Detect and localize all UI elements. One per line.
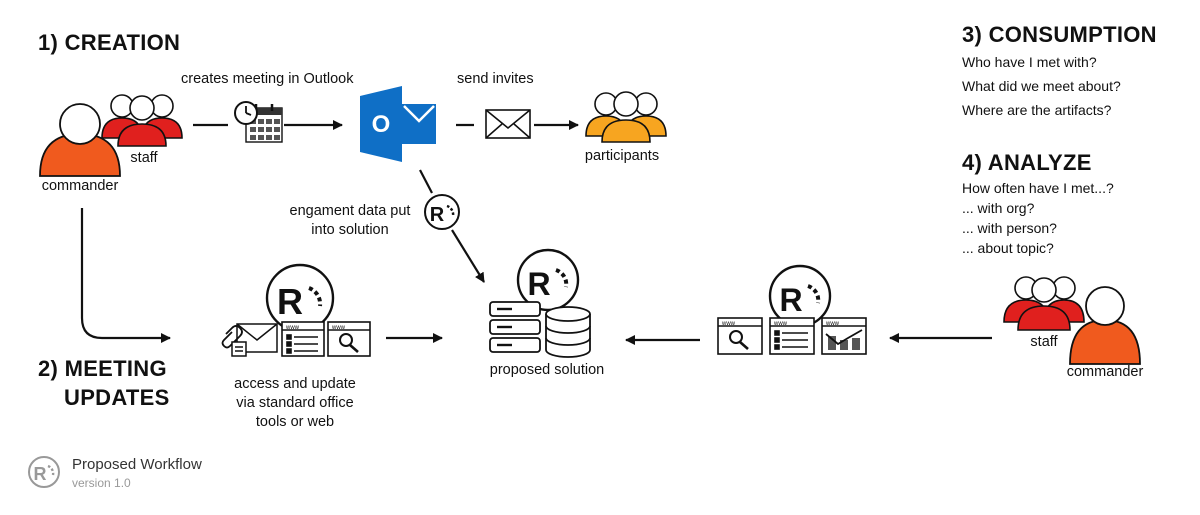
footer-logo-icon: R xyxy=(28,456,60,488)
server-stack-icon xyxy=(489,301,541,353)
email-attachment-icon xyxy=(221,323,278,357)
svg-text:www: www xyxy=(773,321,788,327)
commander-left-icon xyxy=(39,103,121,177)
consumption-question: Who have I met with? xyxy=(962,54,1097,70)
staff-right-icon xyxy=(1003,276,1085,331)
browser-list-icon-left: www xyxy=(281,321,325,357)
svg-text:R: R xyxy=(527,266,550,302)
outlook-icon: O xyxy=(360,86,436,162)
staff-left-icon xyxy=(101,94,183,147)
label-creates-meeting: creates meeting in Outlook xyxy=(181,71,354,87)
footer-title: Proposed Workflow xyxy=(72,456,202,473)
label-proposed-solution: proposed solution xyxy=(489,362,605,378)
consumption-question-list: Who have I met with? What did we meet ab… xyxy=(962,50,1121,122)
section-meeting-updates-heading-line1: 2) MEETING xyxy=(38,356,167,381)
label-engagement-line2: into solution xyxy=(311,222,389,238)
arrow-outlook-to-solution-bottom xyxy=(451,229,485,283)
label-participants: participants xyxy=(584,148,660,164)
browser-chart-icon: www xyxy=(821,317,867,355)
label-engagement-line1: engament data put xyxy=(289,203,411,219)
participants-icon xyxy=(585,91,667,143)
envelope-icon xyxy=(485,109,531,139)
svg-text:R: R xyxy=(34,464,47,484)
arrow-commander-to-updates xyxy=(80,208,171,343)
label-staff-right: staff xyxy=(1030,334,1058,350)
label-access-line2: via standard office xyxy=(236,395,354,411)
analyze-question: ... with person? xyxy=(962,220,1057,236)
r-logo-analytics-icon: R xyxy=(768,264,832,328)
svg-text:www: www xyxy=(825,321,840,327)
browser-list-icon-right: www xyxy=(769,317,815,355)
section-creation-heading: 1) CREATION xyxy=(38,30,181,55)
consumption-question: What did we meet about? xyxy=(962,78,1121,94)
browser-search-icon-right: www xyxy=(717,317,763,355)
analyze-question: How often have I met...? xyxy=(962,180,1114,196)
label-access-line3: tools or web xyxy=(255,414,335,430)
section-analyze-heading: 4) ANALYZE xyxy=(962,150,1092,175)
analyze-question-list: How often have I met...? ... with org? .… xyxy=(962,178,1114,258)
svg-text:www: www xyxy=(285,325,300,331)
section-consumption-heading: 3) CONSUMPTION xyxy=(962,22,1157,47)
browser-search-icon-left: www xyxy=(327,321,371,357)
svg-text:R: R xyxy=(779,282,802,318)
database-icon xyxy=(545,306,591,358)
svg-text:R: R xyxy=(430,204,445,226)
outlook-letter: O xyxy=(372,111,391,138)
commander-right-icon xyxy=(1069,286,1141,365)
section-meeting-updates-heading-line2: UPDATES xyxy=(64,385,170,410)
flow-arrows xyxy=(80,120,992,345)
svg-text:R: R xyxy=(277,281,303,322)
label-staff-left: staff xyxy=(130,150,158,166)
calendar-clock-icon xyxy=(234,101,283,143)
label-commander-right: commander xyxy=(1066,364,1144,380)
label-commander-left: commander xyxy=(41,178,119,194)
label-access-line1: access and update xyxy=(234,376,356,392)
footer-version: version 1.0 xyxy=(72,476,131,490)
consumption-question: Where are the artifacts? xyxy=(962,102,1112,118)
analyze-question: ... with org? xyxy=(962,200,1035,216)
r-logo-solution-icon: R xyxy=(516,248,580,312)
svg-text:www: www xyxy=(721,321,736,327)
svg-text:www: www xyxy=(331,325,346,331)
r-logo-engagement-icon: R xyxy=(424,194,460,230)
analyze-question: ... about topic? xyxy=(962,240,1054,256)
arrow-outlook-to-solution-top xyxy=(419,169,433,194)
r-logo-updates-icon: R xyxy=(265,263,335,333)
label-send-invites: send invites xyxy=(457,71,534,87)
